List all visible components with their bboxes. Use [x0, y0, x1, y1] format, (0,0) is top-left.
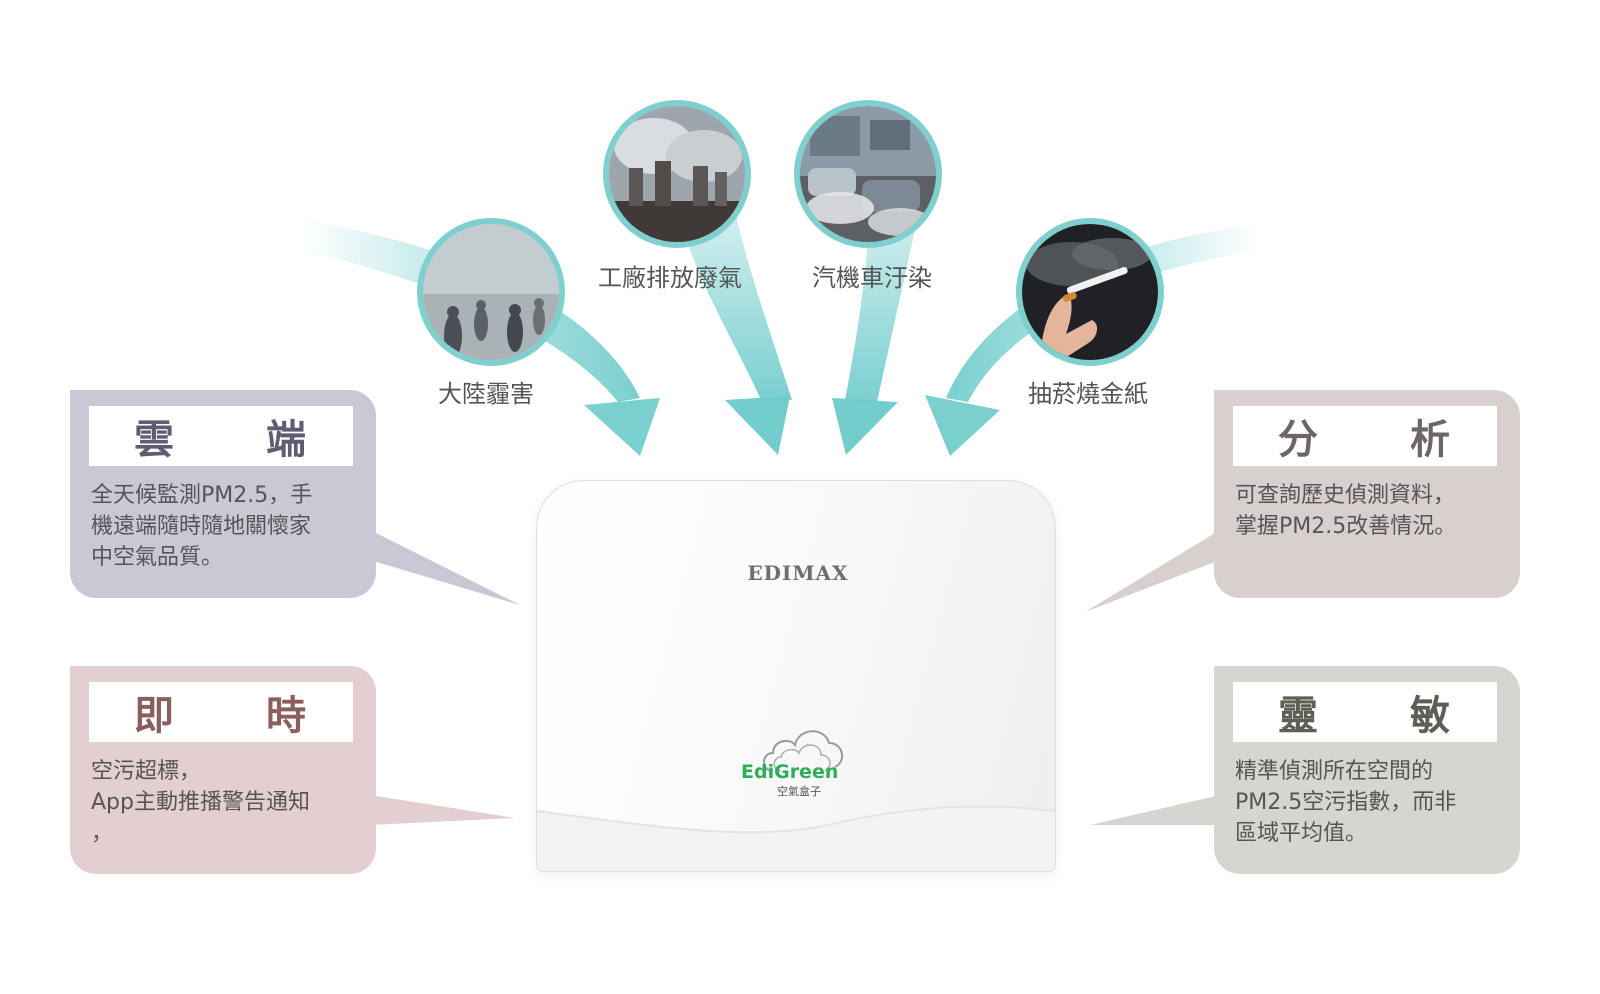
arrow-left-curve	[300, 220, 660, 456]
feature-card-sensitive: 靈 敏 精準偵測所在空間的 PM2.5空污指數，而非 區域平均值。	[1214, 666, 1520, 874]
device-bottom-wave	[537, 805, 1055, 871]
smog-crowd-photo	[417, 218, 565, 366]
feature-title-realtime: 即 時	[89, 682, 353, 742]
feature-desc-analysis: 可查詢歷史偵測資料， 掌握PM2.5改善情況。	[1235, 483, 1457, 539]
feature-title-char: 即	[134, 693, 176, 739]
source-label-cigarette: 抽菸燒金紙	[1028, 380, 1148, 408]
feature-desc-cloud: 全天候監測PM2.5，手 機遠端隨時隨地關懷家 中空氣品質。	[91, 483, 313, 570]
factory-smokestack-photo	[603, 100, 751, 248]
feature-title-analysis: 分 析	[1233, 406, 1497, 466]
source-label-vehicle: 汽機車汙染	[812, 264, 932, 292]
feature-title-char: 端	[266, 417, 308, 463]
product-name: EdiGreen	[741, 761, 839, 783]
edimax-logo: EDIMAX	[747, 561, 849, 585]
feature-title-char: 靈	[1278, 693, 1320, 739]
feature-card-analysis: 分 析 可查詢歷史偵測資料， 掌握PM2.5改善情況。	[1214, 390, 1520, 598]
arrow-right-curve	[925, 225, 1260, 456]
product-subtitle: 空氣盒子	[777, 785, 821, 798]
feature-desc-sensitive: 精準偵測所在空間的 PM2.5空污指數，而非 區域平均值。	[1235, 759, 1457, 846]
feature-card-cloud: 雲 端 全天候監測PM2.5，手 機遠端隨時隨地關懷家 中空氣品質。	[70, 390, 376, 598]
analysis-card-pointer	[1085, 530, 1220, 612]
feature-title-char: 雲	[134, 417, 176, 463]
feature-title-cloud: 雲 端	[89, 406, 353, 466]
realtime-card-pointer	[370, 795, 515, 825]
feature-title-char: 分	[1278, 417, 1320, 463]
cigarette-smoke-photo	[1016, 218, 1164, 366]
feature-title-char: 時	[266, 693, 308, 739]
feature-card-realtime: 即 時 空污超標， App主動推播警告通知 ，	[70, 666, 376, 874]
sensitive-card-pointer	[1090, 795, 1220, 825]
feature-title-sensitive: 靈 敏	[1233, 682, 1497, 742]
air-box-device: EDIMAX EdiGreen 空氣盒子	[536, 480, 1056, 872]
feature-desc-realtime: 空污超標， App主動推播警告通知 ，	[91, 759, 310, 846]
feature-title-char: 析	[1410, 417, 1452, 463]
source-label-factory: 工廠排放廢氣	[598, 264, 742, 292]
cloud-icon	[763, 730, 844, 772]
edigreen-logo: EdiGreen 空氣盒子	[741, 721, 851, 801]
car-exhaust-photo	[794, 100, 942, 248]
source-label-smog: 大陸霾害	[438, 380, 534, 408]
feature-title-char: 敏	[1410, 693, 1452, 739]
cloud-card-pointer	[370, 530, 520, 605]
